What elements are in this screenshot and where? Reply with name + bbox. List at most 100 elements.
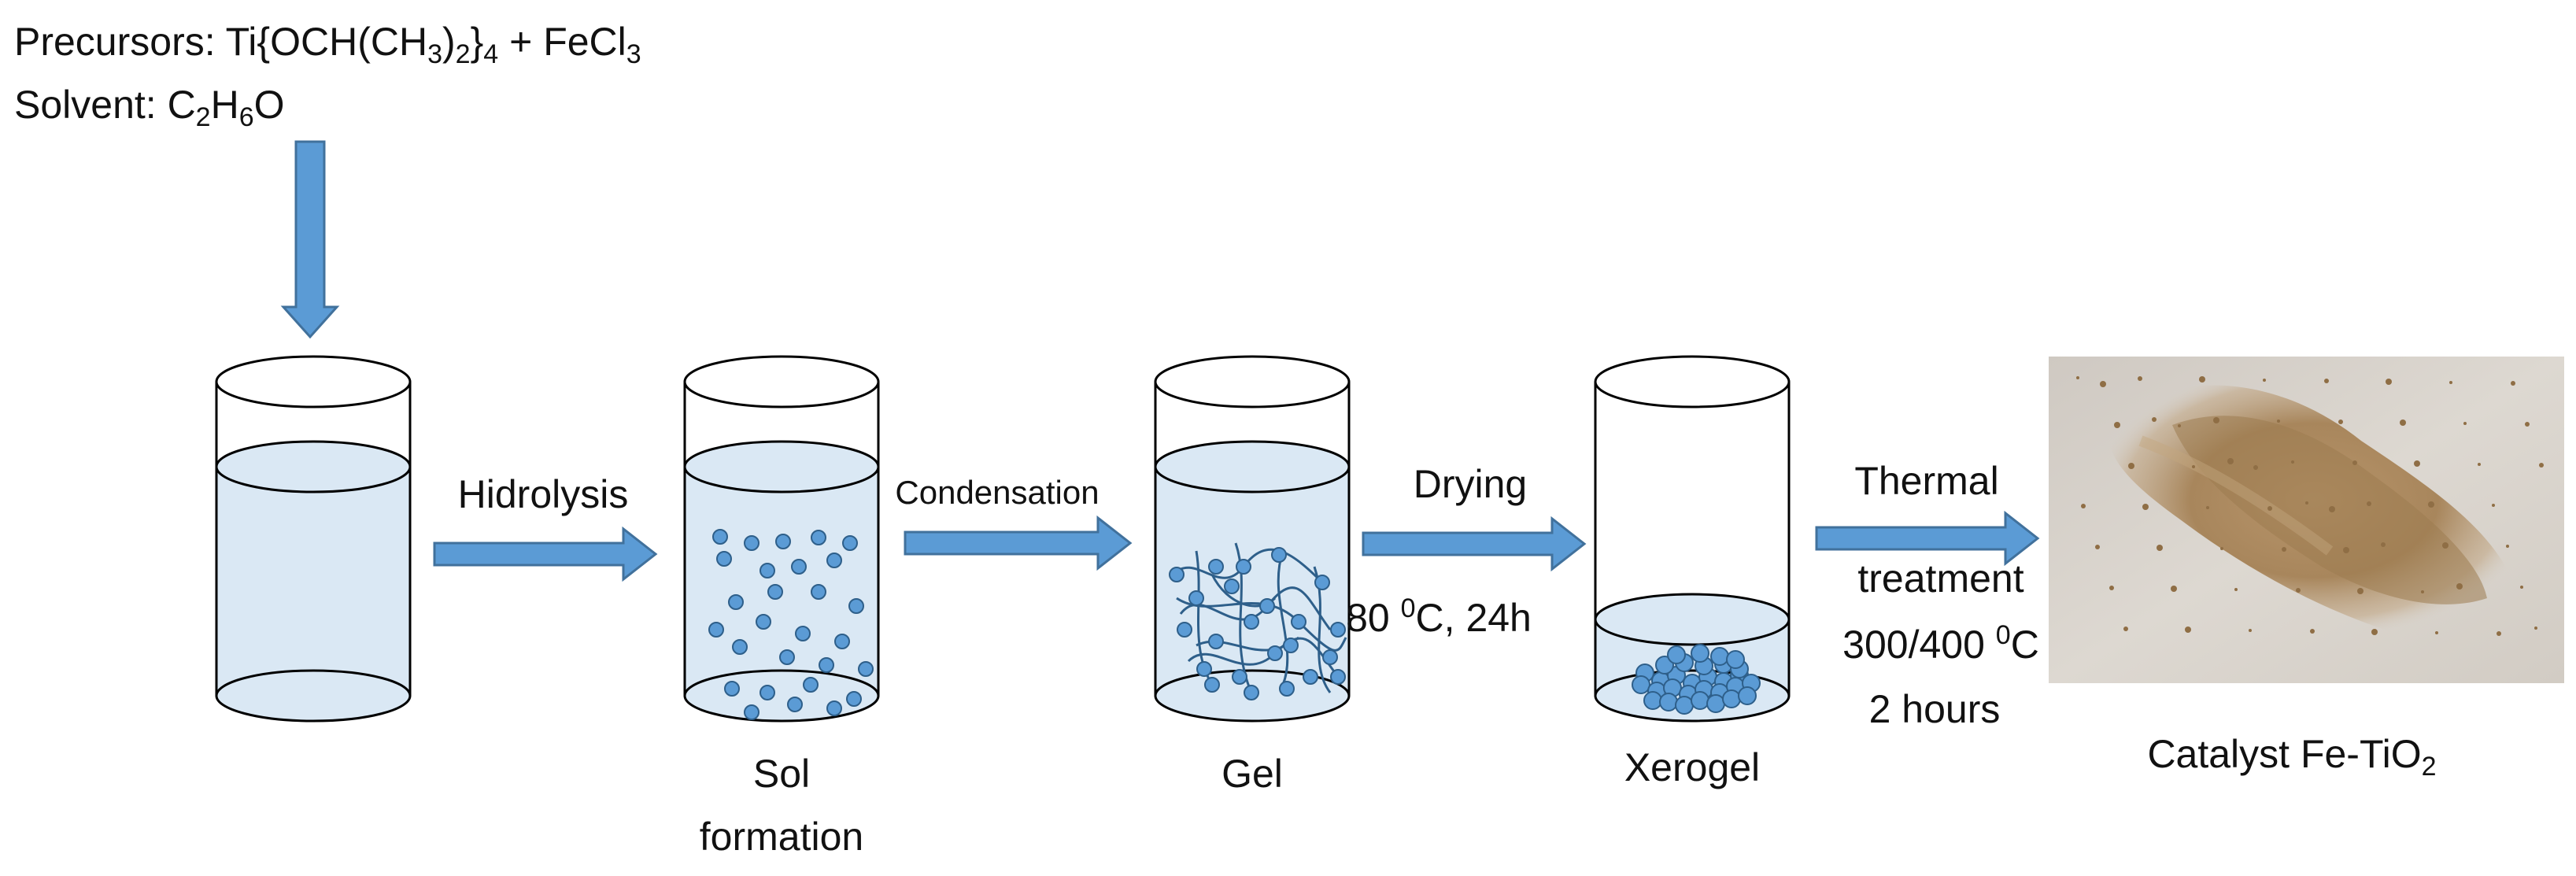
- sol-particle: [728, 594, 744, 610]
- catalyst-powder-photo: [2049, 357, 2564, 683]
- down-arrow-icon: [280, 140, 340, 339]
- gel-label: Gel: [1221, 752, 1283, 796]
- sol-particle: [724, 681, 740, 697]
- sol-particle: [848, 598, 864, 614]
- hydrolysis-label: Hidrolysis: [458, 472, 629, 516]
- sol-particle: [712, 529, 728, 545]
- powder-speck: [2185, 627, 2191, 633]
- thermal-arrow-icon: [1815, 510, 2040, 567]
- sol-particle: [716, 551, 732, 567]
- powder-speck: [2114, 422, 2120, 428]
- sol-particle: [744, 535, 759, 551]
- sol-particle: [834, 634, 850, 649]
- gel-particle: [1196, 661, 1212, 677]
- powder-speck: [2267, 506, 2272, 511]
- powder-speck: [2506, 545, 2509, 548]
- powder-speck: [2421, 590, 2424, 593]
- powder-speck: [2386, 379, 2392, 385]
- powder-speck: [2123, 627, 2128, 631]
- sol-particle: [846, 691, 862, 707]
- xerogel-label: Xerogel: [1624, 745, 1760, 789]
- gel-particle: [1244, 614, 1259, 630]
- powder-speck: [2291, 460, 2294, 464]
- xerogel-particle: [1726, 650, 1745, 669]
- xerogel-particle: [1632, 675, 1650, 694]
- thermal-condition: 300/400 0C: [1842, 620, 2039, 667]
- powder-speck: [2305, 501, 2308, 505]
- powder-speck: [2381, 542, 2386, 547]
- powder-speck: [2428, 501, 2434, 508]
- beaker-solution: [215, 355, 412, 723]
- thermal-label-line1: Thermal: [1854, 459, 1998, 503]
- powder-speck: [2227, 458, 2234, 464]
- powder-speck: [2234, 588, 2238, 591]
- powder-speck: [2442, 542, 2448, 549]
- powder-speck: [2138, 376, 2142, 381]
- powder-speck: [2371, 629, 2378, 635]
- drying-condition: 80 0C, 24h: [1346, 593, 1532, 640]
- powder-speck: [2456, 583, 2463, 590]
- catalyst-label: Catalyst Fe-TiO2: [2147, 732, 2436, 782]
- sol-particle: [759, 563, 775, 578]
- powder-speck: [2449, 381, 2452, 384]
- powder-speck: [2095, 545, 2100, 549]
- powder-speck: [2352, 460, 2357, 465]
- powder-speck: [2367, 501, 2371, 506]
- sol-particle: [708, 622, 724, 638]
- powder-speck: [2414, 460, 2420, 467]
- sol-particle: [803, 677, 819, 693]
- powder-speck: [2520, 586, 2523, 589]
- gel-particle: [1208, 634, 1224, 649]
- solvent-text: Solvent: C2H6O: [14, 83, 285, 132]
- powder-speck: [2534, 627, 2537, 630]
- thermal-duration: 2 hours: [1869, 687, 2001, 731]
- gel-particle: [1188, 590, 1204, 606]
- powder-speck: [2282, 547, 2286, 552]
- powder-speck: [2329, 506, 2335, 512]
- sol-particle: [779, 649, 795, 665]
- beaker-xerogel: [1594, 355, 1791, 723]
- sol-particle: [756, 614, 771, 630]
- gel-particle: [1208, 559, 1224, 575]
- precursors-text: Precursors: Ti{OCH(CH3)2}4 + FeCl3: [14, 20, 641, 69]
- powder-speck: [2357, 588, 2363, 594]
- powder-speck: [2249, 629, 2252, 632]
- sol-particles: [708, 529, 874, 720]
- powder-speck: [2525, 422, 2530, 427]
- gel-particle: [1204, 677, 1220, 693]
- sol-particle: [787, 697, 803, 712]
- xerogel-particle: [1722, 689, 1741, 708]
- sol-particle: [858, 661, 874, 677]
- xerogel-particle: [1659, 693, 1678, 712]
- sol-particle: [819, 657, 834, 673]
- gel-particle: [1224, 578, 1240, 594]
- sol-particle: [775, 534, 791, 549]
- powder-speck: [2463, 422, 2467, 425]
- powder-speck: [2497, 631, 2501, 636]
- powder-speck: [2539, 463, 2544, 468]
- gel-particle: [1314, 575, 1330, 590]
- sol-particle: [744, 704, 759, 720]
- sol-particle: [759, 685, 775, 700]
- condensation-arrow-icon: [904, 515, 1133, 571]
- condensation-label: Condensation: [895, 474, 1099, 511]
- xerogel-particle: [1710, 647, 1729, 666]
- drying-arrow-icon: [1362, 516, 1587, 572]
- powder-speck: [2324, 379, 2329, 383]
- gel-particle: [1232, 669, 1247, 685]
- powder-speck: [2263, 379, 2266, 382]
- gel-particle: [1303, 669, 1318, 685]
- sol-particle: [842, 535, 858, 551]
- powder-speck: [2081, 504, 2086, 508]
- xerogel-particle: [1675, 696, 1694, 715]
- gel-particle: [1279, 681, 1295, 697]
- powder-speck: [2277, 420, 2280, 423]
- gel-particle: [1259, 598, 1275, 614]
- powder-speck: [2178, 424, 2181, 427]
- powder-speck: [2338, 420, 2343, 424]
- sol-particle: [791, 559, 807, 575]
- powder-speck: [2206, 506, 2209, 509]
- powder-speck: [2343, 547, 2349, 553]
- gel-particle: [1283, 638, 1299, 653]
